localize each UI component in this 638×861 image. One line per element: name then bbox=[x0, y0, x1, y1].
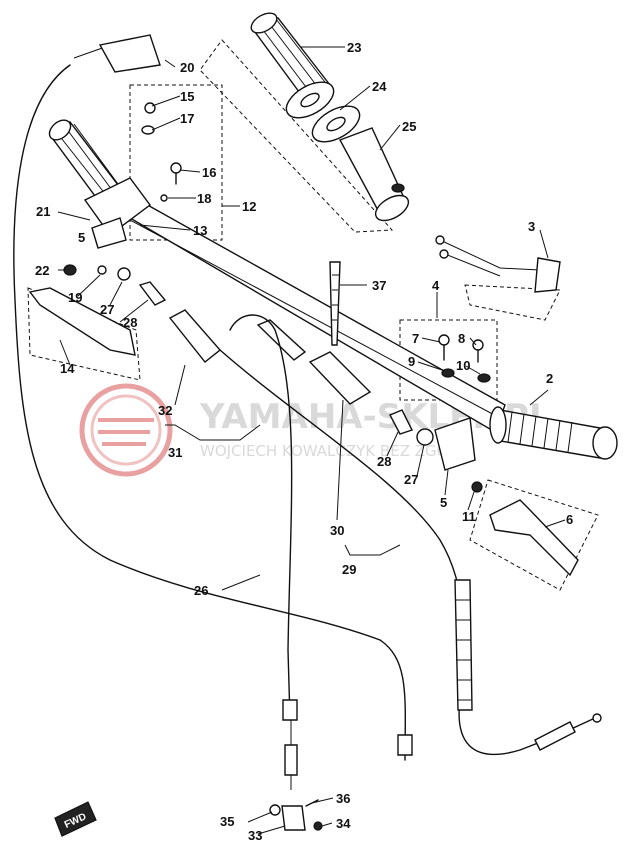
label-20: 20 bbox=[180, 60, 194, 75]
label-31: 31 bbox=[168, 445, 182, 460]
label-6: 6 bbox=[566, 512, 573, 527]
lever-bracket-right bbox=[416, 417, 483, 493]
label-18: 18 bbox=[197, 191, 211, 206]
group-box-grip bbox=[199, 39, 394, 233]
adjuster-28 bbox=[138, 281, 413, 435]
group-box-12 bbox=[129, 84, 223, 241]
label-22: 22 bbox=[35, 263, 49, 278]
fwd-badge: FWD bbox=[54, 801, 97, 837]
label-28a: 28 bbox=[123, 315, 137, 330]
label-17: 17 bbox=[180, 111, 194, 126]
label-32: 32 bbox=[158, 403, 172, 418]
watermark-logo-icon bbox=[79, 383, 173, 477]
label-30: 30 bbox=[330, 523, 344, 538]
label-27b: 27 bbox=[404, 472, 418, 487]
label-23: 23 bbox=[347, 40, 361, 55]
label-5b: 5 bbox=[440, 495, 447, 510]
part-labels: 2 3 4 5 5 6 7 8 9 10 11 12 13 14 15 17 1… bbox=[35, 40, 573, 843]
label-10: 10 bbox=[456, 358, 470, 373]
label-11: 11 bbox=[462, 509, 476, 524]
switch-3 bbox=[435, 235, 561, 293]
label-27a: 27 bbox=[100, 302, 114, 317]
label-2: 2 bbox=[546, 371, 553, 386]
label-19: 19 bbox=[68, 290, 82, 305]
lever-6 bbox=[489, 499, 579, 577]
screws-group-4 bbox=[438, 334, 491, 383]
label-36: 36 bbox=[336, 791, 350, 806]
lever-14 bbox=[28, 287, 136, 356]
label-35: 35 bbox=[220, 814, 234, 829]
label-15: 15 bbox=[180, 89, 194, 104]
label-25: 25 bbox=[402, 119, 416, 134]
label-7: 7 bbox=[412, 331, 419, 346]
label-3: 3 bbox=[528, 219, 535, 234]
watermark-owner: WOJCIECH KOWALCZYK BEZ ZGODY bbox=[200, 442, 469, 460]
right-grip bbox=[489, 406, 618, 460]
label-4: 4 bbox=[432, 278, 440, 293]
label-9: 9 bbox=[408, 354, 415, 369]
label-13: 13 bbox=[193, 223, 207, 238]
label-28b: 28 bbox=[377, 454, 391, 469]
cable-26 bbox=[13, 34, 413, 761]
replacement-grip bbox=[250, 12, 410, 222]
cable-band-37 bbox=[329, 261, 341, 346]
label-29: 29 bbox=[342, 562, 356, 577]
label-37: 37 bbox=[372, 278, 386, 293]
group-box-3 bbox=[464, 284, 561, 321]
leader-lines bbox=[57, 46, 566, 835]
cable-sleeve-32 bbox=[168, 309, 372, 405]
label-24: 24 bbox=[372, 79, 387, 94]
label-8: 8 bbox=[458, 331, 465, 346]
label-21: 21 bbox=[36, 204, 50, 219]
group-box-6 bbox=[469, 479, 599, 591]
label-26: 26 bbox=[194, 583, 208, 598]
label-33: 33 bbox=[248, 828, 262, 843]
left-grip bbox=[48, 119, 119, 201]
cable-29 bbox=[219, 349, 602, 755]
label-5a: 5 bbox=[78, 230, 85, 245]
label-14: 14 bbox=[60, 361, 75, 376]
cable-30 bbox=[229, 314, 298, 790]
label-12: 12 bbox=[242, 199, 256, 214]
junction-33 bbox=[269, 799, 323, 831]
throttle-housing bbox=[83, 177, 151, 249]
label-16: 16 bbox=[202, 165, 216, 180]
label-34: 34 bbox=[336, 816, 351, 831]
